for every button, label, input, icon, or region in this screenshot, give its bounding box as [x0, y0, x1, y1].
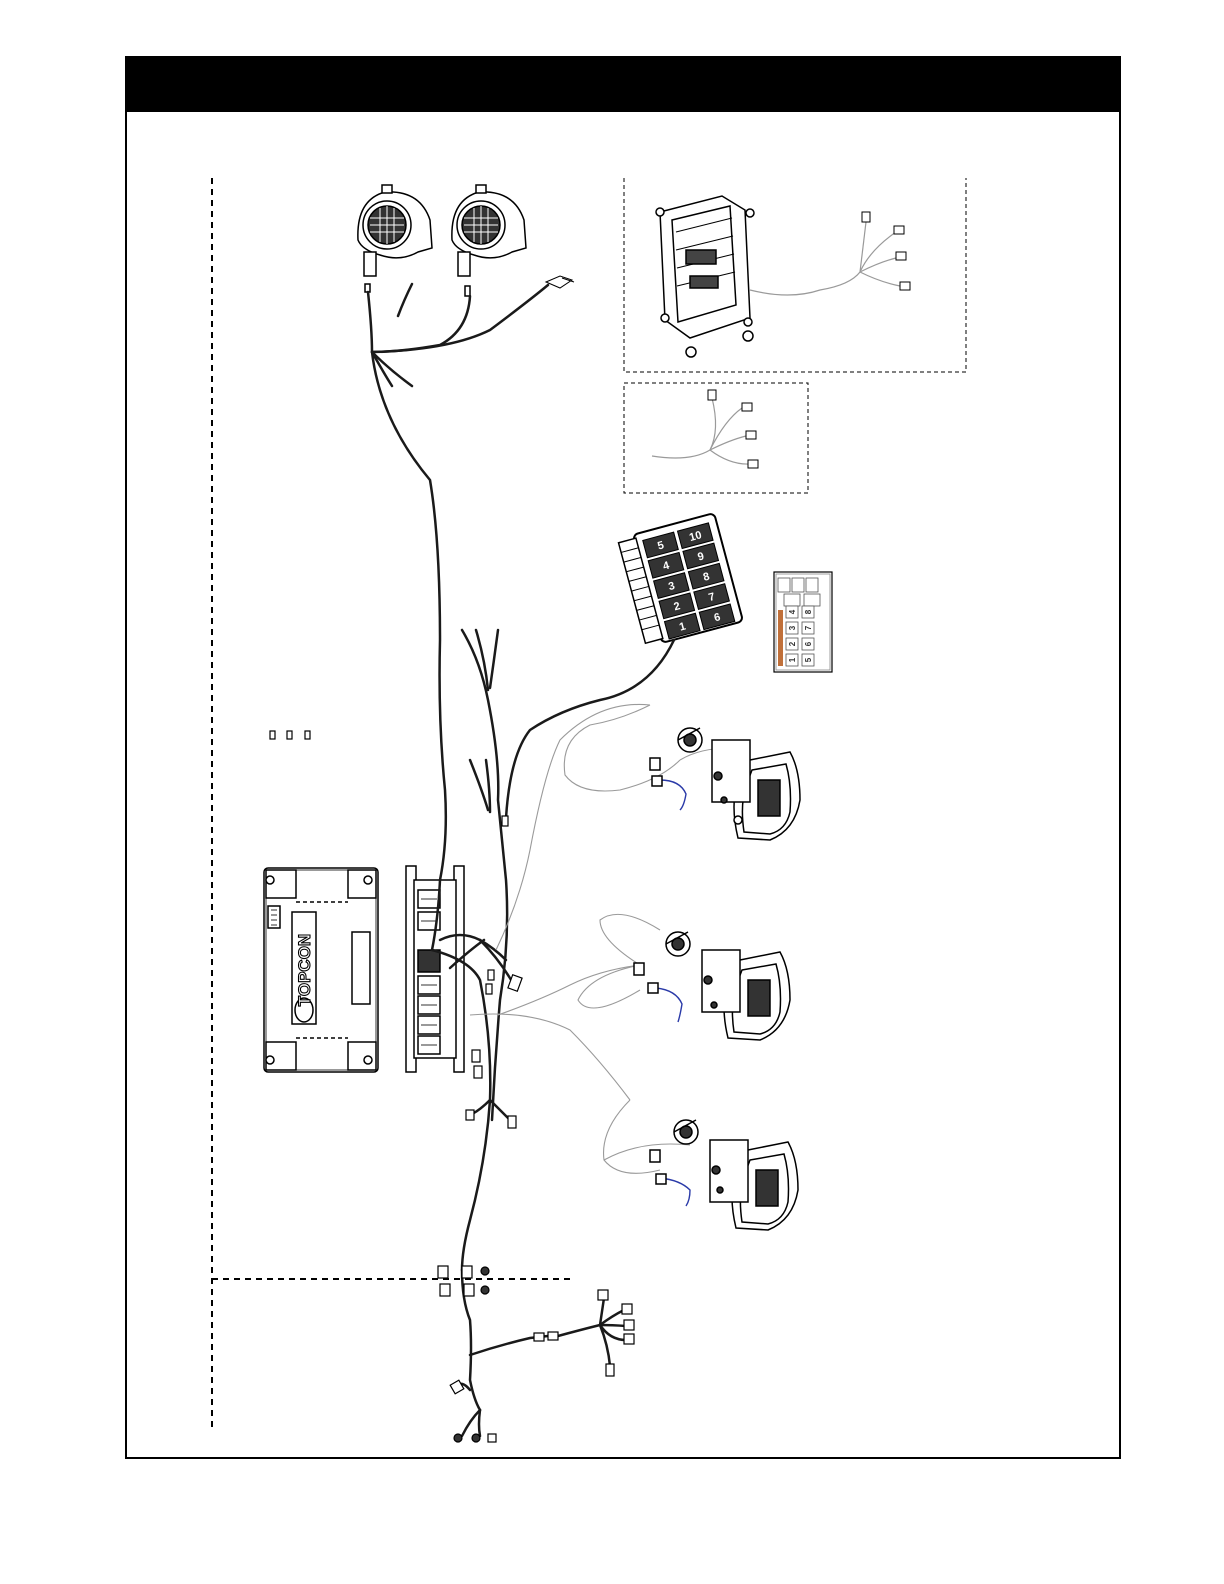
label-card-key: 4	[788, 609, 797, 614]
keypad-label-card: 1 2 3 4 5 6 7 8	[774, 572, 832, 672]
label-card-key: 1	[788, 657, 797, 662]
connector-rack	[406, 866, 464, 1072]
ecu-pigtail-connectors	[862, 212, 910, 290]
fan-left	[358, 185, 432, 292]
topcon-controller: TOPCON	[264, 868, 378, 1072]
boundary-lines	[212, 178, 574, 1430]
sensor-wires	[470, 704, 730, 1173]
label-card-key: 5	[804, 657, 813, 662]
ecu-pigtail	[750, 222, 900, 295]
drive-unit-3	[650, 1120, 798, 1230]
label-card-key: 2	[788, 641, 797, 646]
label-card-key: 6	[804, 641, 813, 646]
controller-brand: TOPCON	[295, 934, 314, 1006]
harness-connectors	[438, 816, 634, 1442]
label-card-key: 7	[804, 625, 813, 630]
loose-connectors	[270, 731, 310, 739]
ecu-module	[656, 196, 754, 357]
fan-harness-connector	[546, 276, 574, 288]
drive-unit-2	[634, 932, 790, 1040]
label-card-key: 3	[788, 625, 797, 630]
main-harness	[432, 630, 674, 1436]
adapter-pigtail	[652, 398, 750, 464]
fan-harness	[368, 284, 548, 880]
label-card-key: 8	[804, 609, 813, 614]
keypad: 5 4 3 2 1 10 9 8 7 6	[617, 513, 743, 647]
drive-unit-1	[650, 728, 800, 840]
fan-right	[452, 185, 526, 296]
